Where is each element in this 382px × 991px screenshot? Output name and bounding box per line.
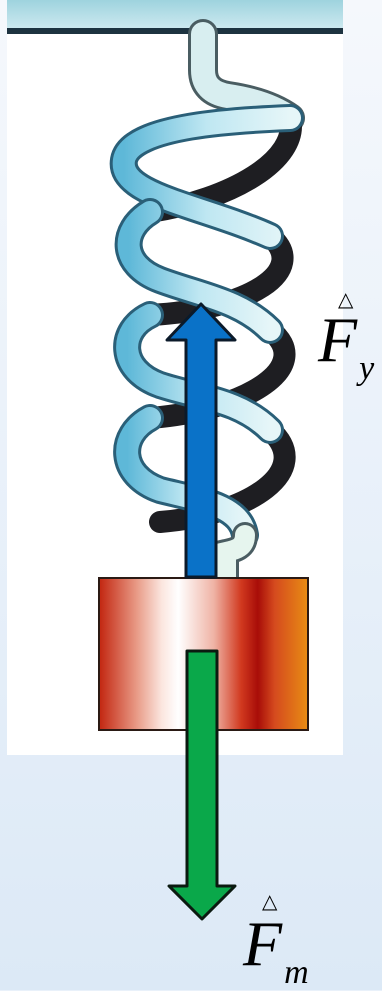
force-up-symbol: F: [318, 304, 358, 375]
force-up-subscript: y: [359, 350, 375, 387]
vector-arrow-icon: △: [262, 889, 278, 913]
force-down-symbol: F: [243, 908, 283, 979]
ceiling-edge: [7, 28, 343, 34]
label-force-down: Fm: [243, 912, 309, 990]
vector-arrow-icon: △: [338, 287, 354, 311]
spring: [109, 19, 305, 591]
spring-force-arrow: [165, 302, 237, 579]
force-down-subscript: m: [284, 954, 309, 991]
ceiling-support: [7, 0, 343, 30]
gravity-force-arrow: [167, 649, 237, 921]
label-force-up: Fy: [318, 308, 374, 386]
